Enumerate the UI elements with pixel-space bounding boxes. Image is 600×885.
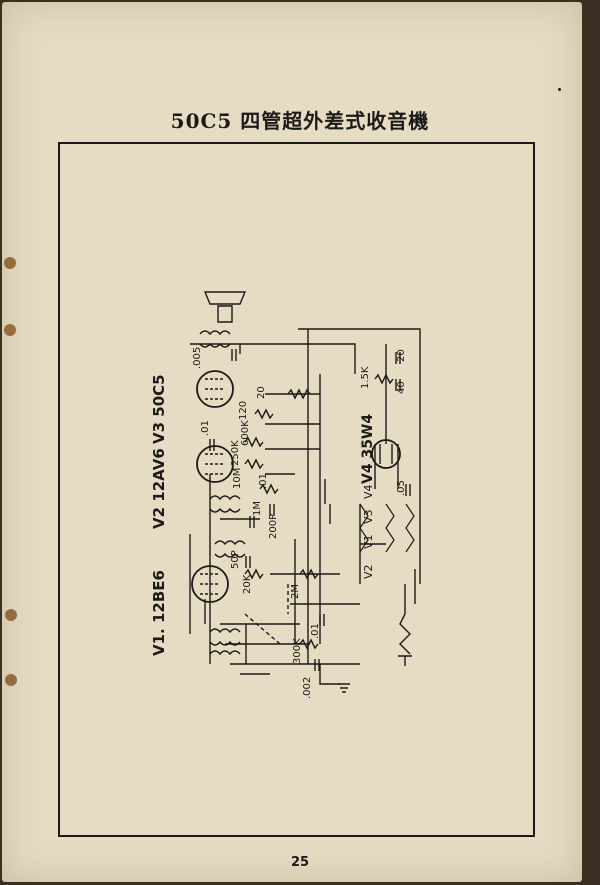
value-label: 600K <box>240 420 251 446</box>
value-label: 1.5K <box>360 366 371 389</box>
page-title: 50C5 四管超外差式收音機 <box>170 109 430 133</box>
value-label: 20 <box>256 386 267 399</box>
tube-label-v2: V2 12AV6 <box>150 448 168 529</box>
tube-label-v1: V1. 12BE6 <box>150 570 168 656</box>
value-label: .005 <box>192 347 203 369</box>
value-label: .002 <box>302 677 313 699</box>
value-label: 200P <box>268 514 279 539</box>
value-label: 10M <box>232 468 243 489</box>
schematic-frame: V3 50C5 V2 12AV6 V1. 12BE6 V4 35W4 .005 … <box>58 142 535 837</box>
value-label: .05 <box>396 480 407 496</box>
value-label: 20 <box>396 349 407 362</box>
page-number: 25 <box>290 855 310 870</box>
value-label: 120 <box>238 401 249 420</box>
binding-hole <box>4 324 16 336</box>
tube-label-v4: V4 35W4 <box>360 414 376 484</box>
value-label: 2M <box>290 584 301 599</box>
ink-dot <box>558 88 561 91</box>
value-label: 250K <box>230 440 241 466</box>
binding-hole <box>4 257 16 269</box>
value-label: .01 <box>200 420 211 436</box>
heater-label: V2 <box>362 564 375 579</box>
value-label: 40 <box>396 381 407 394</box>
value-label: .01 <box>310 623 321 639</box>
heater-label: V1 <box>362 534 375 549</box>
circuit-schematic: V3 50C5 V2 12AV6 V1. 12BE6 V4 35W4 .005 … <box>150 291 421 699</box>
value-label: 50P <box>230 550 241 569</box>
value-label: 300K <box>292 638 303 664</box>
value-label: 20K <box>242 574 253 594</box>
heater-label: V3 <box>362 509 375 524</box>
document-page <box>2 2 582 882</box>
binding-hole <box>5 674 17 686</box>
value-label: .01 <box>258 473 269 489</box>
value-label: 1M <box>252 501 263 516</box>
tube-label-v3: V3 50C5 <box>150 374 168 444</box>
heater-label: V4 <box>362 484 375 499</box>
binding-hole <box>5 609 17 621</box>
